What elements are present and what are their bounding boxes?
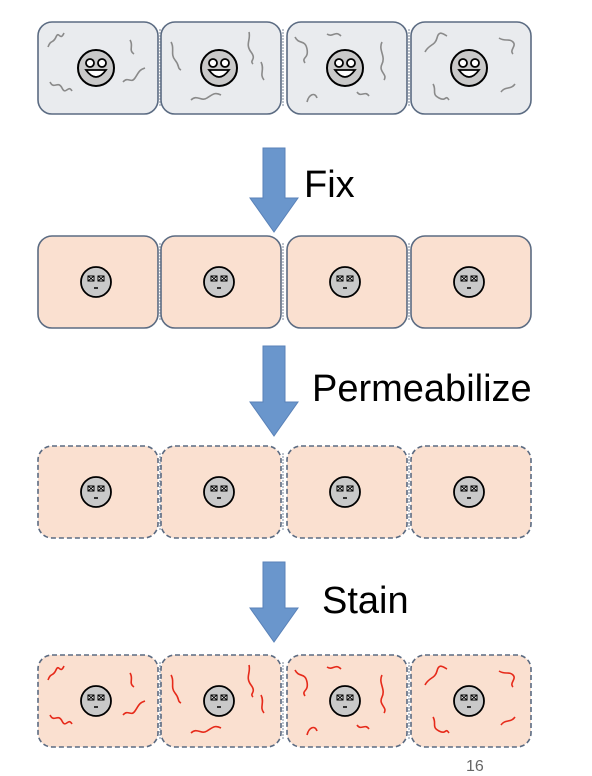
filament <box>500 716 516 726</box>
filament <box>498 37 515 55</box>
cell <box>410 21 532 115</box>
filament <box>294 669 309 697</box>
filament <box>356 91 370 97</box>
smiley-face-icon <box>326 49 364 87</box>
cell-row <box>37 654 532 748</box>
dead-face-icon <box>329 476 361 508</box>
down-arrow-icon <box>249 147 299 233</box>
cell-junction <box>408 453 410 530</box>
filament <box>380 674 386 714</box>
cell <box>286 235 408 329</box>
filament <box>190 725 222 734</box>
step-label-permeabilize: Permeabilize <box>312 368 532 410</box>
dead-face-icon <box>453 266 485 298</box>
filament <box>49 714 73 725</box>
cell <box>37 445 159 539</box>
cell-junction <box>408 29 410 106</box>
dead-face-icon <box>80 685 112 717</box>
filament <box>122 700 146 716</box>
filament <box>380 41 386 81</box>
filament <box>306 93 318 103</box>
cell-junction <box>282 662 284 739</box>
down-arrow-icon <box>249 345 299 437</box>
cell <box>37 21 159 115</box>
step-label-stain: Stain <box>322 580 409 622</box>
filament <box>326 32 342 37</box>
filament <box>49 81 73 92</box>
dead-face-icon <box>203 476 235 508</box>
dead-face-icon <box>329 685 361 717</box>
cell <box>286 445 408 539</box>
filament <box>47 665 65 681</box>
smiley-face-icon <box>200 49 238 87</box>
cell <box>410 235 532 329</box>
cell-junction <box>282 29 284 106</box>
cell <box>410 445 532 539</box>
cell <box>286 654 408 748</box>
cell <box>160 21 282 115</box>
cell-junction <box>408 243 410 320</box>
filament <box>190 92 222 101</box>
filament <box>260 694 265 714</box>
cell <box>160 654 282 748</box>
dead-face-icon <box>80 266 112 298</box>
filament <box>498 670 515 688</box>
cell <box>37 654 159 748</box>
dead-face-icon <box>203 266 235 298</box>
dead-face-icon <box>329 266 361 298</box>
filament <box>129 672 135 688</box>
cell <box>160 445 282 539</box>
filament <box>424 32 448 53</box>
cell <box>37 235 159 329</box>
dead-face-icon <box>203 685 235 717</box>
filament <box>170 674 182 704</box>
filament <box>170 41 182 71</box>
cell-row <box>37 21 532 115</box>
dead-face-icon <box>453 476 485 508</box>
filament <box>306 726 318 736</box>
down-arrow-icon <box>249 561 299 643</box>
cell-row <box>37 445 532 539</box>
cell-junction <box>408 662 410 739</box>
filament <box>424 665 448 686</box>
filament <box>260 61 265 81</box>
smiley-face-icon <box>450 49 488 87</box>
filament <box>122 67 146 83</box>
filament <box>247 31 255 65</box>
cell <box>160 235 282 329</box>
filament <box>356 724 370 730</box>
filament <box>247 664 255 698</box>
filament <box>47 32 65 48</box>
smiley-face-icon <box>77 49 115 87</box>
dead-face-icon <box>453 685 485 717</box>
filament <box>326 665 342 670</box>
cell <box>286 21 408 115</box>
filament <box>432 83 450 101</box>
cell-row <box>37 235 532 329</box>
filament <box>500 83 516 93</box>
filament <box>129 39 135 55</box>
cell <box>410 654 532 748</box>
cell-junction <box>282 453 284 530</box>
step-label-fix: Fix <box>304 164 355 206</box>
filament <box>294 36 309 64</box>
dead-face-icon <box>80 476 112 508</box>
filament <box>432 716 450 734</box>
cell-junction <box>282 243 284 320</box>
page-number: 16 <box>466 758 484 775</box>
